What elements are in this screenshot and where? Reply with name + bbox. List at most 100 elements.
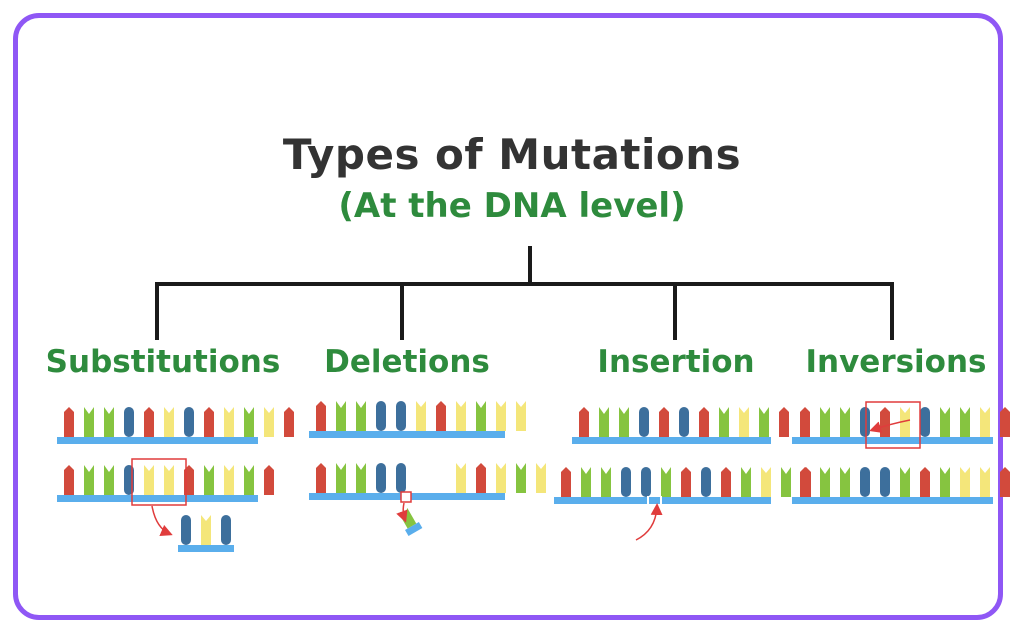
nucleotide-base (144, 465, 154, 495)
nucleotide-base (104, 407, 114, 437)
insertion-mutant-strand (554, 467, 811, 505)
nucleotide-base (960, 467, 970, 497)
nucleotide-base (960, 407, 970, 437)
nucleotide-base (536, 463, 546, 493)
nucleotide-base (659, 407, 669, 437)
nucleotide-base (456, 401, 466, 431)
nucleotide-base (880, 467, 890, 497)
nucleotide-base (681, 467, 691, 497)
nucleotide-base (579, 407, 589, 437)
dna-backbone (178, 545, 234, 552)
inversion-original-strand (792, 407, 1010, 444)
label-insertion: Insertion (597, 344, 755, 380)
nucleotide-base (84, 407, 94, 437)
nucleotide-base (920, 407, 930, 437)
nucleotide-base (224, 465, 234, 495)
nucleotide-base (284, 407, 294, 437)
nucleotide-base (599, 407, 609, 437)
nucleotide-base (396, 463, 406, 493)
deletion-arrow-icon (396, 502, 408, 523)
nucleotide-base (496, 463, 506, 493)
nucleotide-base (436, 401, 446, 431)
tree-connectors (155, 246, 894, 340)
nucleotide-base (316, 463, 326, 493)
dna-backbone (309, 431, 505, 438)
substitution-mutant-strand (57, 465, 274, 502)
deletion-mutant-strand (309, 463, 546, 500)
label-inversions: Inversions (805, 344, 987, 380)
nucleotide-base (181, 515, 191, 545)
nucleotide-base (820, 467, 830, 497)
nucleotide-base (516, 401, 526, 431)
dna-backbone (572, 437, 771, 444)
nucleotide-base (759, 407, 769, 437)
nucleotide-base (316, 401, 326, 431)
nucleotide-base (721, 467, 731, 497)
nucleotide-base (701, 467, 711, 497)
nucleotide-base (820, 407, 830, 437)
substitution-arrow-icon (151, 505, 173, 536)
nucleotide-base (639, 407, 649, 437)
nucleotide-base (221, 515, 231, 545)
nucleotide-base (739, 407, 749, 437)
nucleotide-base (1000, 467, 1010, 497)
dna-backbone (405, 522, 423, 537)
nucleotide-base (376, 463, 386, 493)
inversion-arrow-icon (869, 419, 911, 433)
nucleotide-base (679, 407, 689, 437)
nucleotide-base (880, 407, 890, 437)
nucleotide-base (124, 407, 134, 437)
nucleotide-base (164, 465, 174, 495)
nucleotide-base (840, 467, 850, 497)
nucleotide-base (496, 401, 506, 431)
nucleotide-base (64, 465, 74, 495)
insertion-original-strand (572, 407, 789, 444)
inversion-mutant-strand (792, 467, 1010, 504)
nucleotide-base (244, 407, 254, 437)
dna-backbone (57, 437, 258, 444)
inversion-highlight-box (865, 401, 921, 449)
nucleotide-base (264, 465, 274, 495)
nucleotide-base (64, 407, 74, 437)
nucleotide-base (940, 467, 950, 497)
nucleotide-base (104, 465, 114, 495)
nucleotide-base (719, 407, 729, 437)
nucleotide-base (516, 463, 526, 493)
nucleotide-base (661, 467, 671, 497)
nucleotide-base (416, 401, 426, 431)
deleted-base-fragment (398, 507, 423, 537)
nucleotide-base (201, 515, 211, 545)
diagram-subtitle: (At the DNA level) (338, 186, 686, 226)
nucleotide-base (619, 407, 629, 437)
nucleotide-base (476, 463, 486, 493)
dna-backbone (792, 497, 993, 504)
nucleotide-base (781, 467, 791, 497)
nucleotide-base (561, 467, 571, 497)
nucleotide-base (204, 407, 214, 437)
nucleotide-base (396, 401, 406, 431)
dna-backbone (792, 437, 993, 444)
insertion-arrow-icon (635, 503, 663, 541)
annotations (131, 401, 921, 541)
nucleotide-base (940, 407, 950, 437)
nucleotide-base (900, 407, 910, 437)
nucleotide-base (980, 407, 990, 437)
nucleotide-base (476, 401, 486, 431)
diagram-frame (13, 13, 1003, 620)
label-deletions: Deletions (324, 344, 490, 380)
nucleotide-base (980, 467, 990, 497)
substitution-highlight-box (131, 458, 187, 506)
nucleotide-base (84, 465, 94, 495)
deletion-highlight-box (400, 491, 412, 503)
nucleotide-base (336, 463, 346, 493)
nucleotide-base (800, 467, 810, 497)
backbone-break (647, 496, 649, 505)
nucleotide-base (376, 401, 386, 431)
nucleotide-base (356, 401, 366, 431)
nucleotide-base (224, 407, 234, 437)
nucleotide-base (621, 467, 631, 497)
diagram-title: Types of Mutations (282, 130, 742, 179)
nucleotide-base (741, 467, 751, 497)
nucleotide-base (761, 467, 771, 497)
